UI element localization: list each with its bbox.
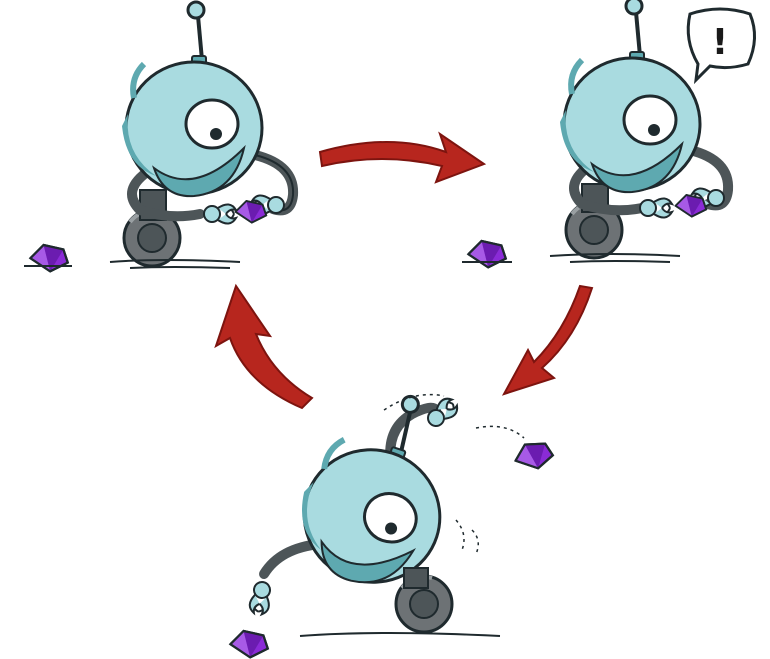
arrow-right bbox=[320, 134, 484, 182]
purple-crystal-icon bbox=[512, 438, 555, 473]
exclamation-speech-bubble: ! bbox=[688, 9, 754, 80]
arrow-up-left bbox=[216, 286, 312, 408]
robot-tossing-crystal bbox=[248, 374, 524, 636]
purple-crystal-icon bbox=[468, 241, 505, 267]
robot-holding-crystal bbox=[110, 2, 293, 268]
bubble-text: ! bbox=[712, 22, 728, 63]
purple-crystal-icon bbox=[30, 245, 67, 271]
arrow-down-left bbox=[504, 286, 592, 394]
purple-crystal-icon bbox=[230, 631, 267, 657]
